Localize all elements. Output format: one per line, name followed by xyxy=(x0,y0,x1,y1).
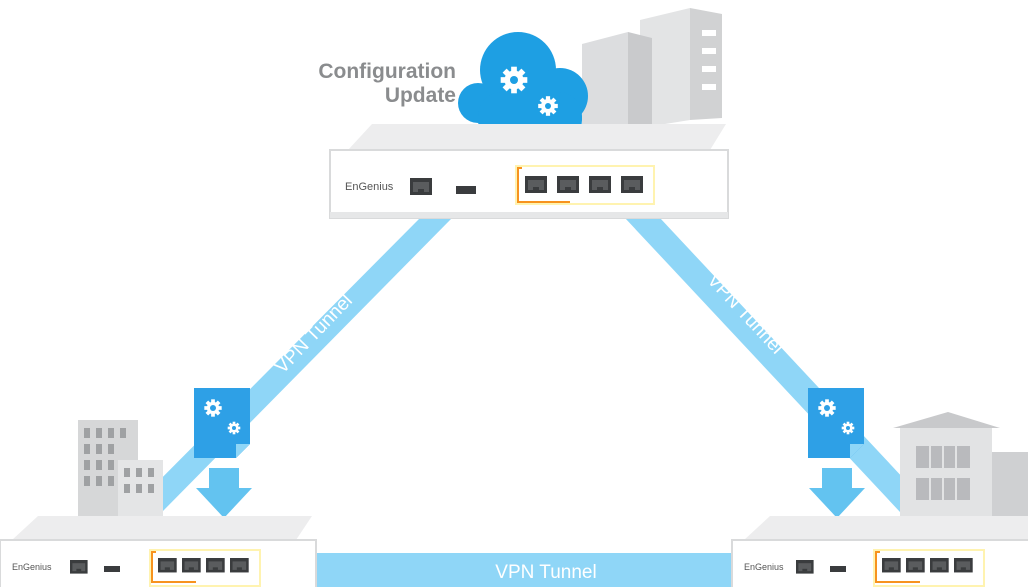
hq-building-icon xyxy=(582,8,722,138)
brand-left: EnGenius xyxy=(12,562,52,572)
cloud-caption: Configuration Update xyxy=(300,60,456,108)
vpn-tunnel-right xyxy=(625,218,935,512)
config-file-gear-icon-left xyxy=(194,388,250,458)
vpn-tunnel-bottom xyxy=(305,553,750,587)
right-router: EnGenius xyxy=(731,516,1028,587)
download-arrow-icon-right xyxy=(809,468,865,518)
office-building-icon xyxy=(78,420,163,520)
house-building-icon xyxy=(893,412,1028,520)
vpn-label-left: VPN Tunnel xyxy=(271,290,357,378)
top-router: EnGenius xyxy=(329,124,729,219)
left-router: EnGenius xyxy=(0,516,317,587)
vpn-label-bottom: VPN Tunnel xyxy=(495,562,596,583)
config-file-gear-icon-right xyxy=(808,388,864,458)
download-arrow-icon-left xyxy=(196,468,252,518)
brand-top: EnGenius xyxy=(345,181,394,193)
brand-right: EnGenius xyxy=(744,562,784,572)
cloud-caption-line1: Configuration xyxy=(318,60,456,83)
cloud-caption-line2: Update xyxy=(384,84,456,107)
